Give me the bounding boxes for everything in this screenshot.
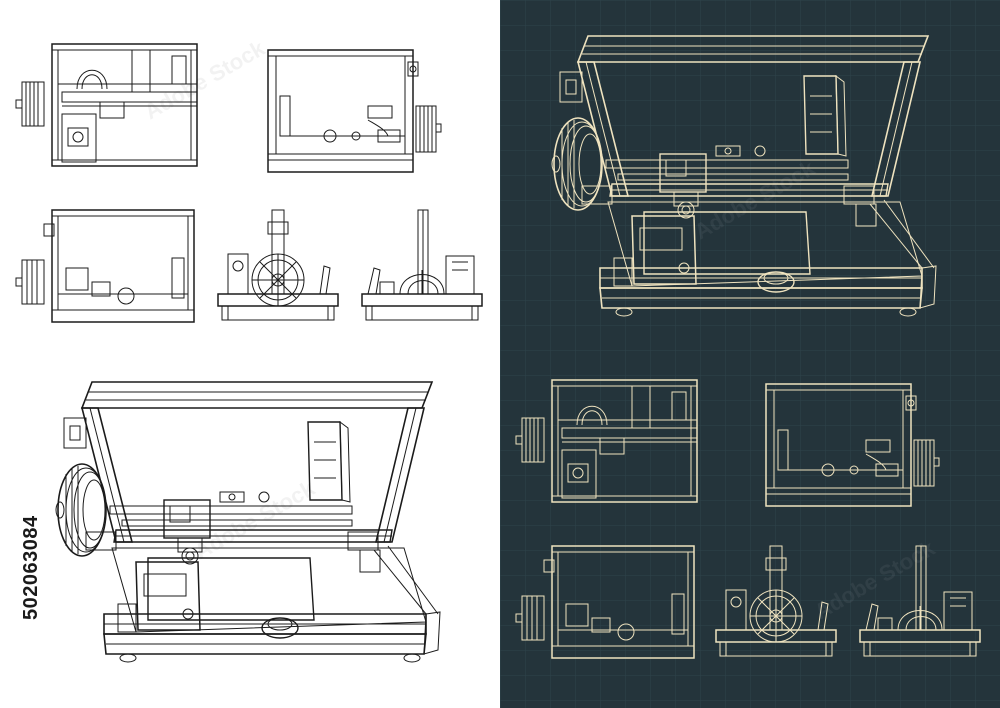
light-drawings bbox=[15, 43, 483, 663]
light-small-view-spool bbox=[217, 209, 339, 321]
watermark: Adobe Stock bbox=[140, 35, 270, 124]
light-side-view-right bbox=[267, 49, 442, 173]
stock-id: 502063084 bbox=[20, 515, 42, 620]
stock-id-strip: 502063084 bbox=[0, 0, 42, 708]
light-front-view bbox=[15, 209, 195, 323]
dark-grid bbox=[500, 0, 1000, 708]
light-small-view-side bbox=[361, 209, 483, 321]
